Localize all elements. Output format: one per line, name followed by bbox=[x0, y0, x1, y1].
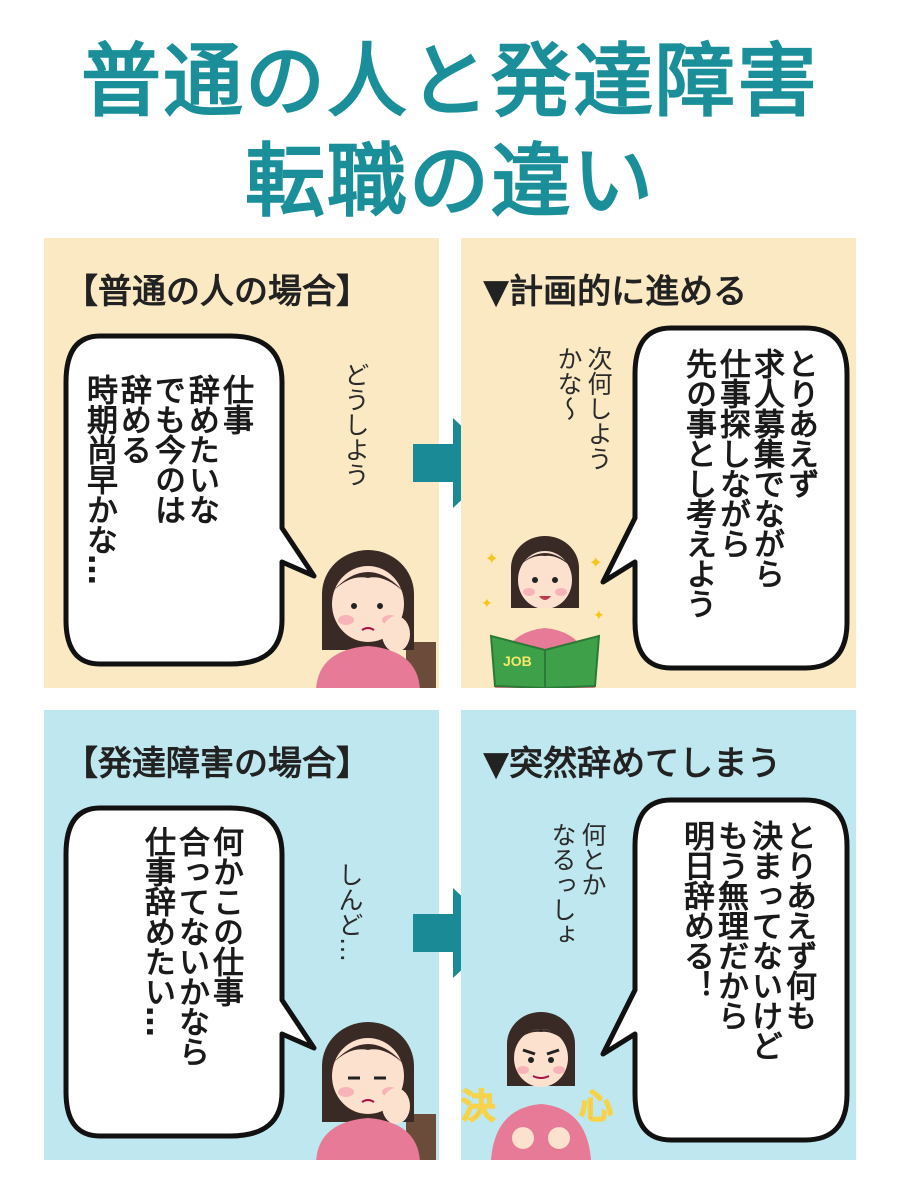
speech-column: 仕事探しながら bbox=[714, 348, 750, 558]
svg-text:✦: ✦ bbox=[485, 549, 498, 568]
arrow-right-icon bbox=[413, 418, 501, 508]
thought-text: 何とか なるっしょ bbox=[547, 822, 607, 947]
speech-column: 合ってないかなら bbox=[173, 826, 209, 1066]
thought-column: 次何しよう bbox=[584, 346, 613, 471]
thought-text: どうしよう bbox=[341, 362, 370, 487]
panel-heading: 【普通の人の場合】 bbox=[64, 272, 370, 312]
page-title-line-2: 転職の違い bbox=[245, 135, 655, 228]
worried-girl-illustration bbox=[316, 550, 436, 688]
speech-bubble bbox=[600, 797, 850, 1143]
svg-text:✦: ✦ bbox=[593, 608, 605, 624]
speech-bubble bbox=[63, 805, 317, 1139]
speech-bubble bbox=[63, 333, 317, 667]
speech-column: 辞めたいな bbox=[183, 374, 219, 524]
speech-column: 辞める bbox=[115, 374, 151, 464]
page-title-line-1: 普通の人と発達障害 bbox=[81, 35, 819, 128]
speech-column: もう無理だから bbox=[712, 820, 748, 1030]
speech-text: とりあえず 求人募集でながら 仕事探しながら 先の事とし考えよう bbox=[667, 348, 818, 648]
determined-girl-illustration: 決 心 bbox=[461, 1012, 614, 1160]
speech-column: 何かこの仕事 bbox=[207, 826, 243, 1006]
thought-column: かな〜 bbox=[554, 346, 583, 421]
speech-text: 仕事 辞めたいな でも今のは 辞める 時期尚早かな… bbox=[81, 374, 253, 634]
speech-text: 何かこの仕事 合ってないかなら 仕事辞めたい… bbox=[122, 826, 243, 1126]
speech-text: とりあえず何も 決まってないけど もう無理だから 明日辞める！ bbox=[665, 820, 816, 1110]
speech-column: 仕事辞めたい… bbox=[139, 826, 175, 1036]
panel-heading: ▼突然辞めてしまう bbox=[483, 744, 782, 784]
speech-column: とりあえず bbox=[782, 348, 818, 498]
panel-dev-action: ▼突然辞めてしまう 何とか なるっしょ とりあえず何も 決まってないけど もう無… bbox=[461, 710, 856, 1160]
tired-girl-illustration bbox=[316, 1022, 436, 1160]
speech-column: 明日辞める！ bbox=[678, 820, 714, 1000]
svg-text:✦: ✦ bbox=[481, 596, 493, 612]
thought-text: 次何しよう かな〜 bbox=[553, 346, 613, 471]
panel-heading: ▼計画的に進める bbox=[483, 272, 748, 312]
arrow-right-icon bbox=[413, 888, 501, 978]
speech-column: とりあえず何も bbox=[780, 820, 816, 1030]
thought-text: しんど… bbox=[335, 862, 364, 962]
panel-normal-plan: ▼計画的に進める 次何しよう かな〜 とりあえず 求人募集でながら 仕事探しなが… bbox=[461, 238, 856, 688]
thought-column: 何とか bbox=[578, 822, 607, 897]
speech-column: 仕事 bbox=[217, 374, 253, 434]
svg-text:✦: ✦ bbox=[589, 553, 602, 572]
speech-column: 時期尚早かな… bbox=[81, 374, 117, 584]
speech-column: 求人募集でながら bbox=[748, 348, 784, 588]
fire-text-right: 心 bbox=[579, 1087, 613, 1127]
reading-girl-illustration: ✦ ✦ ✦ ✦ JOB bbox=[481, 536, 605, 688]
speech-column: 先の事とし考えよう bbox=[680, 348, 716, 618]
speech-column: 決まってないけど bbox=[746, 820, 782, 1060]
book-label: JOB bbox=[503, 653, 532, 669]
panel-normal-case: 【普通の人の場合】 仕事 辞めたいな でも今のは 辞める 時期尚早かな… どうし… bbox=[44, 238, 439, 688]
panel-dev-case: 【発達障害の場合】 何かこの仕事 合ってないかなら 仕事辞めたい… しんど… bbox=[44, 710, 439, 1160]
fire-text-left: 決 bbox=[461, 1087, 495, 1127]
thought-column: なるっしょ bbox=[548, 822, 577, 947]
speech-bubble bbox=[600, 325, 850, 671]
panel-heading: 【発達障害の場合】 bbox=[64, 744, 370, 784]
speech-column: でも今のは bbox=[149, 374, 185, 524]
